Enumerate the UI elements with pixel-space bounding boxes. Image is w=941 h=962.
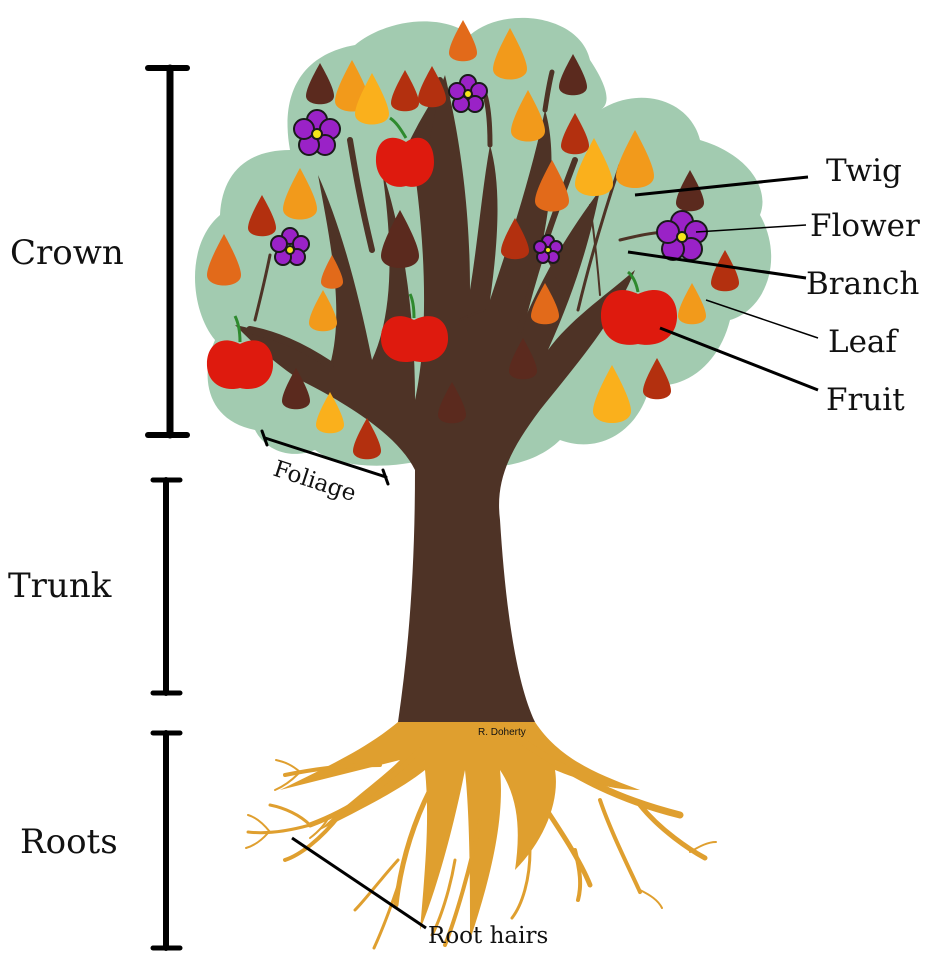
- roots-label: Roots: [20, 822, 118, 862]
- crown-label: Crown: [10, 233, 124, 273]
- roots-system: [246, 722, 716, 948]
- crown-bracket: [148, 68, 187, 435]
- trunk-label: Trunk: [8, 566, 112, 606]
- leaf-label: Leaf: [828, 324, 899, 360]
- flower-label: Flower: [810, 208, 920, 244]
- fruit-label: Fruit: [826, 382, 905, 418]
- twig-label: Twig: [826, 153, 902, 189]
- artist-signature: R. Doherty: [478, 727, 526, 738]
- root-hairs-label: Root hairs: [428, 923, 548, 949]
- roots-bracket: [153, 733, 180, 948]
- branch-label: Branch: [806, 266, 919, 302]
- trunk-bracket: [153, 480, 180, 693]
